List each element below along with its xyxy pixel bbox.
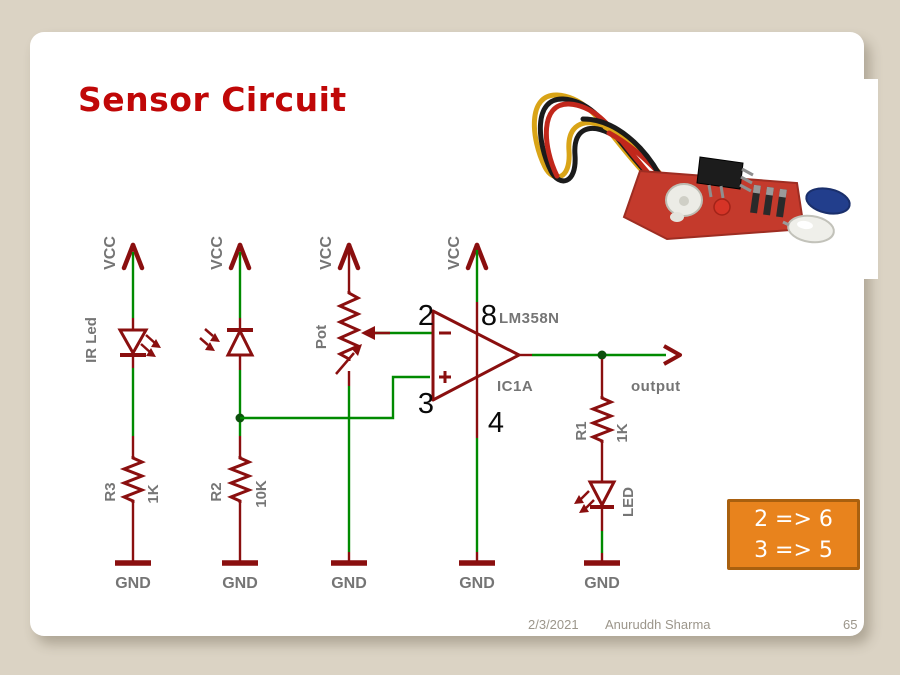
junction-dot bbox=[597, 350, 607, 360]
branch-pot: VCC Pot GND bbox=[313, 236, 433, 592]
gnd-label-3: GND bbox=[331, 575, 367, 592]
led-symbol-icon bbox=[574, 480, 617, 513]
r3-ref-label: R3 bbox=[102, 482, 119, 501]
pin-annotation-8: 8 bbox=[481, 300, 497, 332]
footer-author: Anuruddh Sharma bbox=[605, 617, 711, 632]
vcc-label-3: VCC bbox=[318, 236, 335, 270]
vcc-arrow-icon bbox=[121, 242, 145, 271]
module-indicator-led-icon bbox=[713, 198, 731, 216]
footer-slide-number: 65 bbox=[843, 617, 858, 632]
r2-value-label: 10K bbox=[253, 480, 270, 508]
potentiometer-icon bbox=[336, 291, 362, 361]
pot-label: Pot bbox=[313, 325, 330, 349]
vcc-label-4: VCC bbox=[446, 236, 463, 270]
r1-ref-label: R1 bbox=[573, 421, 590, 440]
opamp-ref-label: IC1A bbox=[497, 378, 533, 395]
vcc-label-2: VCC bbox=[209, 236, 226, 270]
callout-line-2: 3 => 5 bbox=[754, 538, 833, 563]
pin-annotation-2: 2 bbox=[418, 300, 434, 332]
output-arrow-icon bbox=[663, 344, 682, 366]
gnd-label-1: GND bbox=[115, 575, 151, 592]
vcc-arrow-icon bbox=[337, 242, 361, 271]
net-to-noninverting-input bbox=[240, 375, 430, 420]
vcc-arrow-icon bbox=[228, 242, 252, 271]
photodiode-symbol-icon bbox=[199, 327, 255, 357]
branch-output-led: R1 1K LED GND bbox=[573, 359, 637, 592]
resistor-r1-icon bbox=[588, 396, 616, 443]
pin-mapping-callout: 2 => 6 3 => 5 bbox=[727, 499, 860, 570]
output-net: output bbox=[519, 344, 682, 395]
module-trimmer-icon bbox=[665, 183, 703, 222]
branch-ic-power: VCC GND bbox=[446, 236, 495, 592]
pot-wiper-arrow-icon bbox=[335, 326, 433, 375]
slide-title: Sensor Circuit bbox=[78, 80, 347, 119]
ir-led-label: IR Led bbox=[83, 317, 100, 363]
gnd-label-2: GND bbox=[222, 575, 258, 592]
r3-value-label: 1K bbox=[145, 484, 162, 503]
r2-ref-label: R2 bbox=[208, 482, 225, 501]
opamp-part-label: LM358N bbox=[499, 310, 560, 327]
opamp-symbol: LM358N IC1A 2 8 3 4 bbox=[418, 300, 560, 439]
module-clear-led-icon bbox=[782, 214, 835, 244]
vcc-arrow-icon bbox=[465, 242, 489, 271]
r1-value-label: 1K bbox=[614, 423, 631, 442]
footer-date: 2/3/2021 bbox=[528, 617, 579, 632]
gnd-label-4: GND bbox=[459, 575, 495, 592]
resistor-r3-icon bbox=[119, 456, 147, 503]
branch-photodiode: VCC R2 10K GND bbox=[199, 236, 270, 592]
branch-ir-led: VCC IR Led R3 1K GND bbox=[83, 236, 162, 592]
resistor-r2-icon bbox=[226, 456, 254, 503]
module-blue-led-icon bbox=[805, 187, 851, 215]
opamp-triangle-icon bbox=[431, 309, 521, 402]
ir-led-symbol-icon bbox=[117, 328, 161, 357]
pin-annotation-3: 3 bbox=[418, 388, 434, 420]
sensor-module-photo bbox=[497, 79, 878, 279]
vcc-label-1: VCC bbox=[102, 236, 119, 270]
callout-line-1: 2 => 6 bbox=[754, 507, 833, 532]
output-label: output bbox=[631, 378, 681, 395]
module-ic-chip-icon bbox=[696, 156, 754, 199]
led-label: LED bbox=[620, 487, 637, 517]
pin-annotation-4: 4 bbox=[488, 407, 504, 439]
module-header-pins-icon bbox=[750, 184, 787, 218]
opamp-input-signs-icon bbox=[439, 331, 451, 383]
gnd-label-5: GND bbox=[584, 575, 620, 592]
